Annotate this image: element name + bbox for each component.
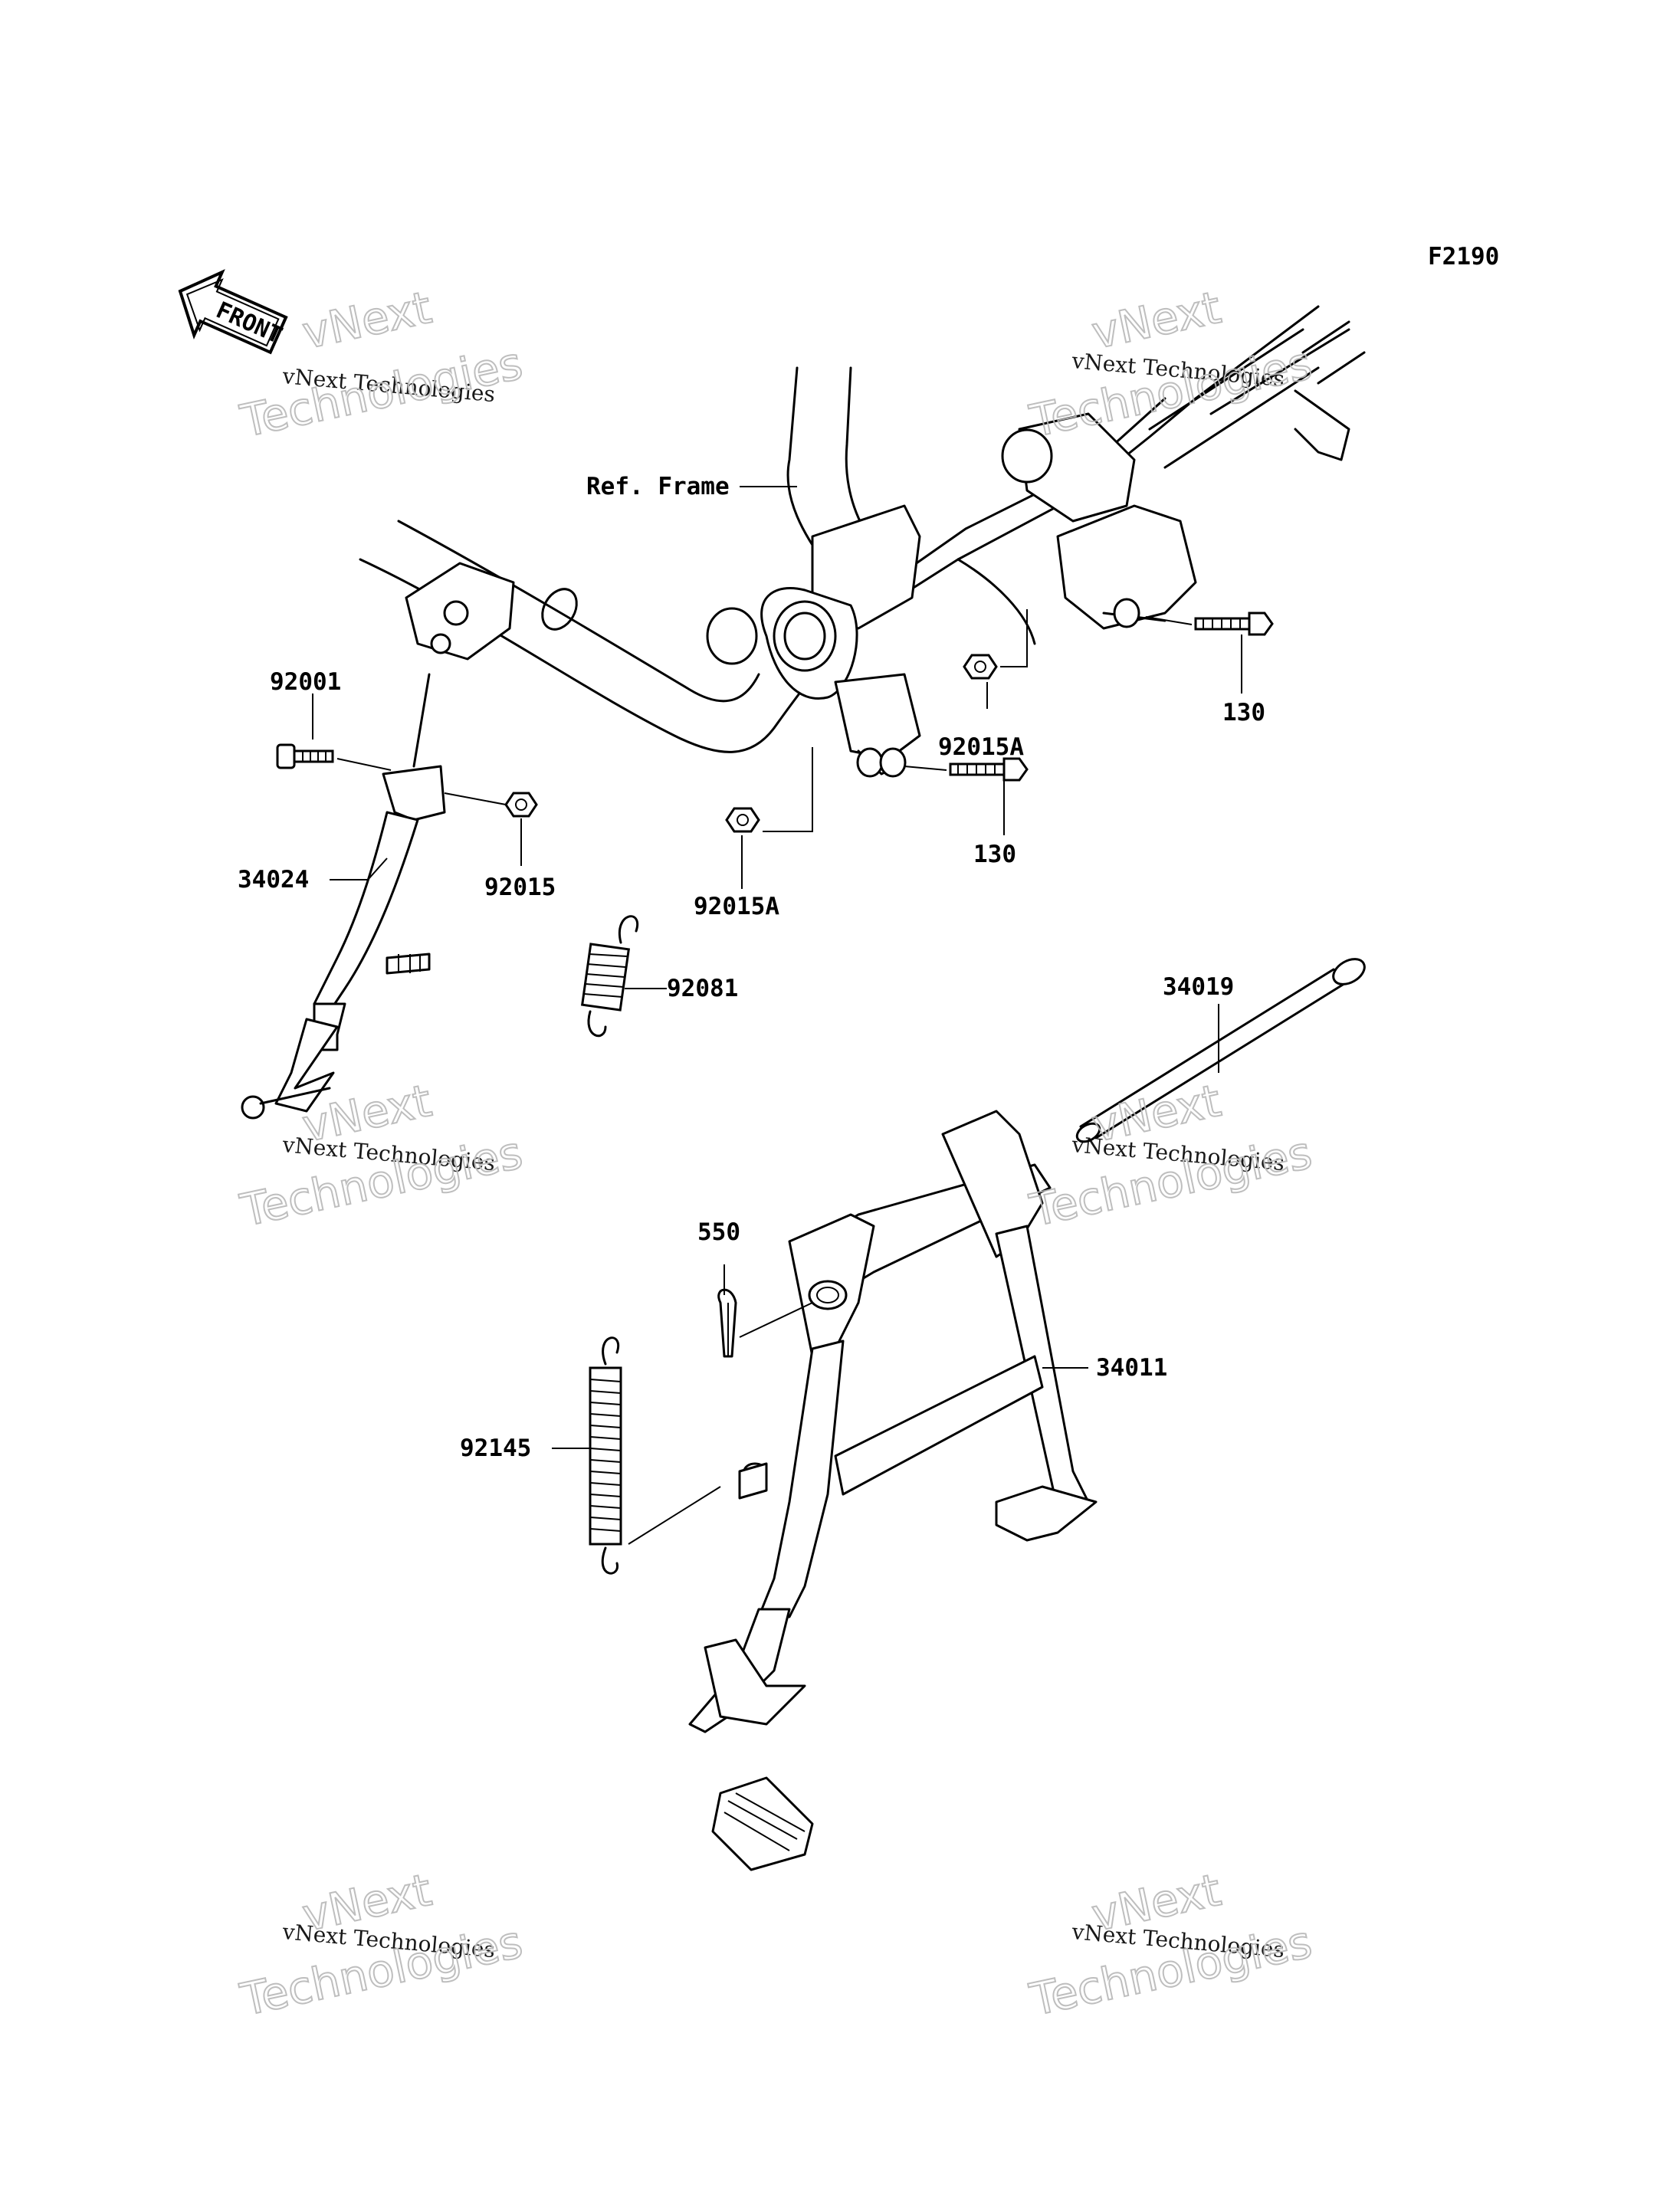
label-34024: 34024 [238,866,309,894]
bolt-92001 [276,743,392,771]
watermark-mid-right: vNext vNext Technologies Technologies [1025,1074,1317,1238]
watermark-bottom-right: vNext vNext Technologies Technologies [1025,1863,1317,2027]
watermark-top-right: vNext vNext Technologies Technologies [1025,280,1317,448]
label-34019: 34019 [1163,973,1234,1001]
side-stand-34024 [241,673,446,1120]
label-92015A-mid: 92015A [694,893,779,920]
label-92015: 92015 [484,874,556,901]
bolt-130-mid [904,757,1029,782]
label-92081: 92081 [667,975,738,1002]
ref-frame-label: Ref. Frame [586,473,730,500]
diagram-code: F2190 [1428,243,1499,271]
front-arrow-icon: FRONT [178,269,288,355]
svg-text:Technologies: Technologies [1025,337,1317,448]
spring-92081 [580,915,639,1038]
watermark-bottom-left: vNext vNext Technologies Technologies [235,1863,528,2027]
nut-92015A-mid [725,747,813,833]
nut-92015A-top [963,609,1028,680]
label-92001: 92001 [270,668,341,696]
svg-text:vNext: vNext [1088,281,1226,359]
svg-text:vNext: vNext [298,281,436,359]
nut-92015 [444,792,538,818]
label-550: 550 [697,1218,740,1246]
shaft-34019 [1075,958,1366,1143]
spring-92145 [589,1336,721,1575]
label-92145: 92145 [460,1435,531,1462]
cotter-pin-550 [717,1264,813,1358]
svg-text:Technologies: Technologies [236,337,527,448]
watermark-top-left: vNext vNext Technologies Technologies [235,280,528,448]
label-34011: 34011 [1096,1354,1167,1382]
label-92015A-top: 92015A [938,733,1024,761]
bolt-130-top [1145,612,1274,636]
label-130-top: 130 [1222,699,1265,726]
frame-drawing [359,305,1366,778]
label-130-mid: 130 [973,841,1016,868]
